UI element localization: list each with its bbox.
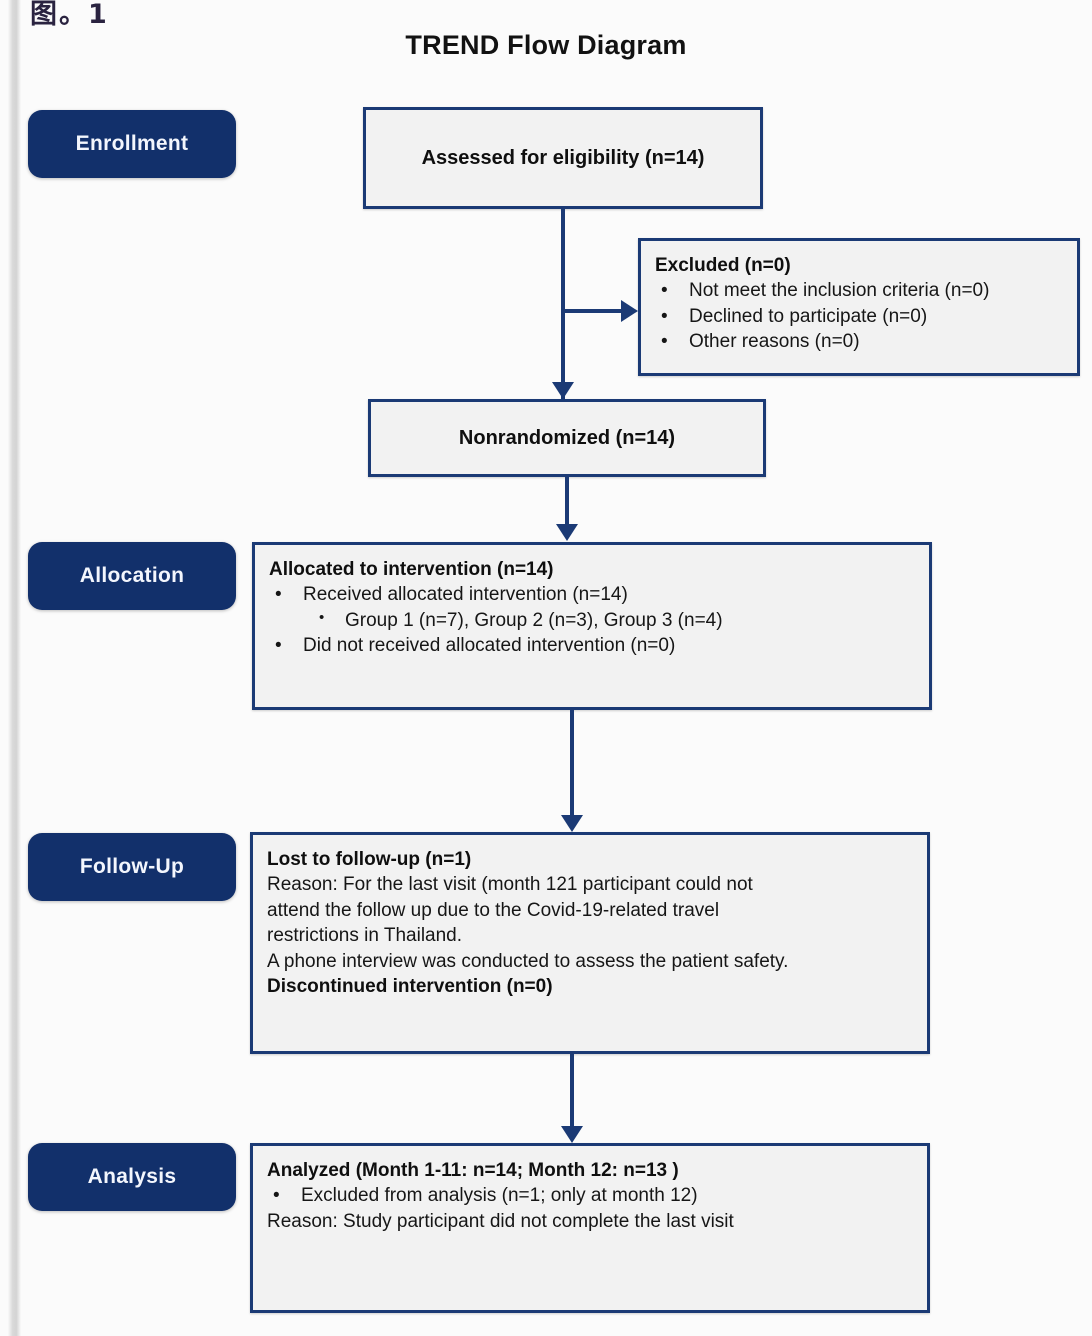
box-allocation-bullet-1: • Received allocated intervention (n=14) (269, 582, 915, 607)
figure-caption: 图。1 (30, 0, 109, 30)
box-excluded-bullet-3-text: Other reasons (n=0) (689, 331, 860, 353)
box-analysis-title: Analyzed (Month 1-11: n=14; Month 12: n=… (267, 1160, 679, 1181)
box-lost-to-follow-up: Lost to follow-up (n=1) Reason: For the … (250, 832, 930, 1054)
box-nonrandomized: Nonrandomized (n=14) (368, 399, 766, 477)
box-excluded: Excluded (n=0) • Not meet the inclusion … (638, 238, 1080, 376)
arrow-down-icon-to-followup (561, 815, 583, 832)
box-followup-reason-line-2: attend the follow up due to the Covid-19… (267, 899, 720, 921)
connector-allocation-to-followup (570, 710, 574, 818)
connector-branch-to-excluded (565, 309, 625, 313)
bullet-glyph-icon: • (661, 280, 668, 302)
box-allocation-bullet-1-sub-text: Group 1 (n=7), Group 2 (n=3), Group 3 (n… (345, 609, 723, 631)
box-followup-phone-line: A phone interview was conducted to asses… (267, 950, 789, 972)
stage-badge-followup-label: Follow-Up (79, 855, 185, 878)
bullet-glyph-icon: • (319, 608, 325, 626)
box-followup-discontinued: Discontinued intervention (n=0) (267, 976, 553, 998)
stage-badge-enrollment-label: Enrollment (75, 132, 189, 155)
arrow-down-icon-to-nonrandomized (552, 382, 574, 399)
box-excluded-bullet-3: • Other reasons (n=0) (655, 329, 1063, 354)
stage-badge-analysis: Analysis (28, 1143, 236, 1211)
box-excluded-bullet-2: • Declined to participate (n=0) (655, 304, 1063, 329)
box-assessed-for-eligibility: Assessed for eligibility (n=14) (363, 107, 763, 209)
box-followup-title: Lost to follow-up (n=1) (267, 849, 472, 870)
box-allocated-to-intervention: Allocated to intervention (n=14) • Recei… (252, 542, 932, 710)
box-analysis-bullet-1-text: Excluded from analysis (n=1; only at mon… (301, 1185, 698, 1207)
connector-assessed-to-nonrandomized (561, 209, 565, 399)
box-nonrandomized-title: Nonrandomized (n=14) (458, 426, 676, 449)
box-excluded-bullet-2-text: Declined to participate (n=0) (689, 305, 928, 327)
arrow-down-icon-to-analysis (561, 1126, 583, 1143)
arrow-right-icon-to-excluded (621, 300, 638, 322)
box-excluded-bullet-1-text: Not meet the inclusion criteria (n=0) (689, 280, 990, 302)
stage-badge-enrollment: Enrollment (28, 110, 236, 178)
bullet-glyph-icon: • (273, 1185, 280, 1207)
box-assessed-title: Assessed for eligibility (n=14) (421, 146, 705, 169)
box-followup-reason-line-1: Reason: For the last visit (month 121 pa… (267, 874, 753, 896)
box-excluded-bullet-1: • Not meet the inclusion criteria (n=0) (655, 278, 1063, 303)
stage-badge-analysis-label: Analysis (87, 1165, 177, 1188)
box-analysis-reason: Reason: Study participant did not comple… (267, 1210, 734, 1232)
box-followup-reason-line-3: restrictions in Thailand. (267, 925, 463, 947)
box-allocation-bullet-1-text: Received allocated intervention (n=14) (303, 584, 628, 606)
box-excluded-title: Excluded (n=0) (655, 255, 791, 276)
stage-badge-allocation-label: Allocation (79, 564, 185, 587)
arrow-down-icon-to-allocation (556, 524, 578, 541)
stage-badge-followup: Follow-Up (28, 833, 236, 901)
box-allocation-bullet-2: • Did not received allocated interventio… (269, 633, 915, 658)
connector-followup-to-analysis (570, 1054, 574, 1129)
bullet-glyph-icon: • (661, 331, 668, 353)
box-analysis-bullet-1: • Excluded from analysis (n=1; only at m… (267, 1183, 913, 1208)
box-allocation-title: Allocated to intervention (n=14) (269, 559, 554, 580)
bullet-glyph-icon: • (275, 635, 282, 657)
page-left-edge-strip (8, 0, 21, 1336)
bullet-glyph-icon: • (275, 584, 282, 606)
box-allocation-bullet-2-text: Did not received allocated intervention … (303, 635, 676, 657)
page-title: TREND Flow Diagram (405, 30, 687, 60)
bullet-glyph-icon: • (661, 305, 668, 327)
connector-nonrandomized-to-allocation (565, 477, 569, 527)
stage-badge-allocation: Allocation (28, 542, 236, 610)
box-allocation-bullet-1-sub: • Group 1 (n=7), Group 2 (n=3), Group 3 … (269, 608, 915, 633)
box-analyzed: Analyzed (Month 1-11: n=14; Month 12: n=… (250, 1143, 930, 1313)
